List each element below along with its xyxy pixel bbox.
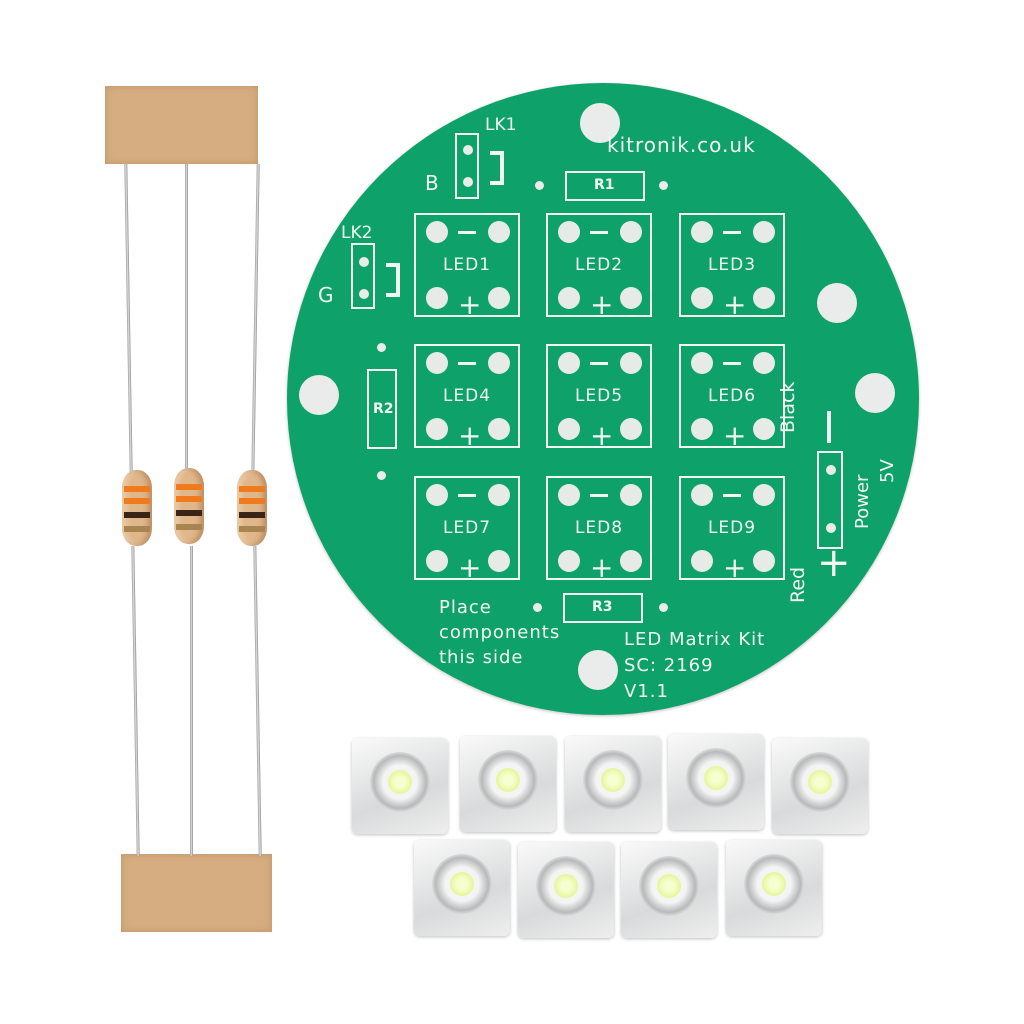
- led-pad-5: LED5+: [546, 344, 652, 450]
- product-code: SC: 2169: [624, 655, 714, 676]
- led-pad-9: LED9+: [679, 476, 785, 582]
- led-pad-3: LED3+: [679, 213, 785, 319]
- red-wire-label: Red: [787, 566, 809, 603]
- mount-hole-bottom: [578, 650, 618, 690]
- led-3: [565, 736, 661, 832]
- led-8: [621, 842, 717, 938]
- website-label: kitronik.co.uk: [607, 133, 756, 157]
- resistor-tape-bottom: [121, 854, 272, 932]
- led-pad-1: LED1+: [414, 213, 520, 319]
- instruction-line-3: this side: [439, 647, 524, 668]
- resistor-1: [122, 470, 152, 546]
- power-header: [817, 451, 843, 549]
- voltage-label: 5V: [877, 459, 898, 483]
- lk1-label: LK1: [485, 115, 517, 135]
- led-pad-7: LED7+: [414, 476, 520, 582]
- resistor-2: [174, 468, 204, 544]
- lk1-side-letter: B: [425, 171, 439, 195]
- r1-footprint: R1: [565, 171, 645, 201]
- mount-hole-left: [299, 375, 339, 415]
- led-pad-6: LED6+: [679, 344, 785, 450]
- resistor-3: [237, 470, 267, 546]
- power-label: Power: [852, 474, 873, 529]
- led-6: [414, 840, 510, 936]
- lk2-label: LK2: [341, 223, 373, 243]
- lk2-header: [351, 243, 375, 309]
- instruction-line-1: Place: [439, 597, 492, 618]
- instruction-line-2: components: [439, 622, 561, 643]
- lk1-bracket: [490, 151, 504, 185]
- resistor-tape-top: [105, 86, 258, 164]
- lk1-header: [455, 133, 479, 199]
- lk2-bracket: [386, 263, 400, 297]
- led-9: [726, 840, 822, 936]
- product-version: V1.1: [624, 681, 669, 702]
- lk2-side-letter: G: [318, 283, 334, 307]
- black-wire-label: Black: [777, 381, 799, 433]
- mount-hole-right-upper: [817, 283, 857, 323]
- power-minus-symbol: [827, 411, 831, 443]
- r3-footprint: R3: [563, 593, 643, 623]
- led-2: [460, 736, 556, 832]
- led-5: [772, 738, 868, 834]
- power-plus-symbol: +: [817, 540, 851, 586]
- led-pad-8: LED8+: [546, 476, 652, 582]
- mount-hole-top: [580, 103, 620, 143]
- led-1: [352, 738, 448, 834]
- led-pad-4: LED4+: [414, 344, 520, 450]
- led-pad-2: LED2+: [546, 213, 652, 319]
- led-7: [518, 842, 614, 938]
- pcb-board: kitronik.co.uk LK1 B LK2 G R1 R2 R3 LED1…: [287, 83, 919, 715]
- led-4: [668, 734, 764, 830]
- product-name: LED Matrix Kit: [624, 629, 766, 650]
- r2-footprint: R2: [367, 369, 397, 449]
- mount-hole-right: [855, 373, 895, 413]
